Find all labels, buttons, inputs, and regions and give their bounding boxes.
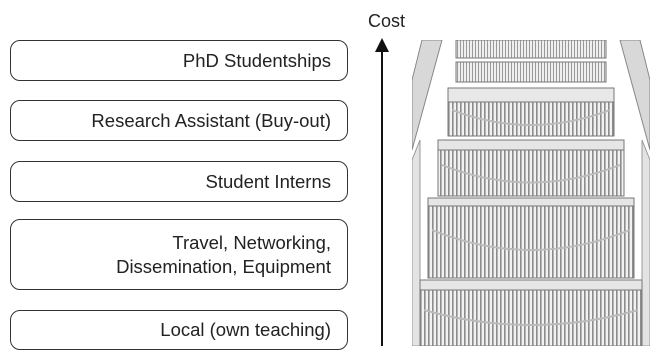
step-label-group: Travel, Networking, Dissemination, Equip… bbox=[116, 231, 331, 279]
cost-arrow bbox=[375, 38, 389, 346]
step-label: Research Assistant (Buy-out) bbox=[91, 109, 331, 131]
step-box-student-interns: Student Interns bbox=[10, 161, 348, 202]
step-box-travel-networking: Travel, Networking, Dissemination, Equip… bbox=[10, 219, 348, 290]
step-label: Local (own teaching) bbox=[160, 319, 331, 340]
cost-axis-label: Cost bbox=[368, 11, 406, 31]
step-label: Student Interns bbox=[205, 170, 331, 192]
step-label: PhD Studentships bbox=[182, 49, 331, 71]
escalator-photo bbox=[412, 40, 650, 346]
step-box-local-teaching: Local (own teaching) bbox=[10, 310, 348, 350]
step-box-phd-studentships: PhD Studentships bbox=[10, 40, 348, 81]
step-label-line-1: Travel, Networking, bbox=[172, 231, 331, 253]
step-label-line-2: Dissemination, Equipment bbox=[116, 255, 331, 277]
step-box-research-assistant: Research Assistant (Buy-out) bbox=[10, 100, 348, 141]
